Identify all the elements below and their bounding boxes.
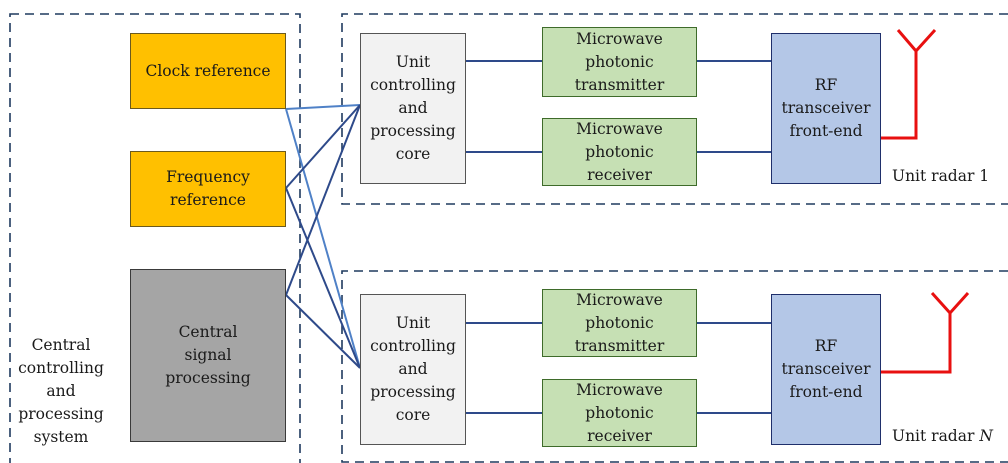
transmitter-block-1: Microwave photonic transmitter bbox=[542, 27, 697, 97]
central-signal-processing-block: Central signal processing bbox=[130, 269, 286, 442]
receiver-block-n: Microwave photonic receiver bbox=[542, 379, 697, 447]
unit-radar-n-index: N bbox=[979, 427, 993, 445]
unit-radar-1-border bbox=[341, 13, 1008, 205]
unit-radar-n-label-prefix: Unit radar bbox=[892, 427, 980, 445]
unit-radar-n-label: Unit radar N bbox=[892, 425, 993, 448]
unit-radar-n-border bbox=[341, 270, 1008, 463]
antenna-icon bbox=[881, 291, 970, 374]
unit-core-block-n: Unit controlling and processing core bbox=[360, 294, 466, 445]
unit-core-block-1: Unit controlling and processing core bbox=[360, 33, 466, 184]
transmitter-block-n: Microwave photonic transmitter bbox=[542, 289, 697, 357]
rf-frontend-block-n: RF transceiver front-end bbox=[771, 294, 881, 445]
clock-reference-block: Clock reference bbox=[130, 33, 286, 109]
link-clock-to-core-n bbox=[285, 108, 361, 369]
link-frequency-to-core-1 bbox=[285, 104, 361, 189]
central-system-border bbox=[9, 13, 301, 463]
receiver-block-1: Microwave photonic receiver bbox=[542, 118, 697, 186]
link-signal-to-core-n bbox=[285, 294, 361, 369]
link-frequency-to-core-n bbox=[285, 187, 361, 369]
unit-radar-1-label: Unit radar 1 bbox=[892, 167, 990, 185]
link-signal-to-core-1 bbox=[285, 104, 361, 296]
antenna-icon bbox=[881, 28, 937, 140]
frequency-reference-block: Frequency reference bbox=[130, 151, 286, 227]
link-clock-to-core-1 bbox=[285, 104, 361, 110]
central-system-label: Central controlling and processing syste… bbox=[18, 336, 104, 446]
rf-frontend-block-1: RF transceiver front-end bbox=[771, 33, 881, 184]
